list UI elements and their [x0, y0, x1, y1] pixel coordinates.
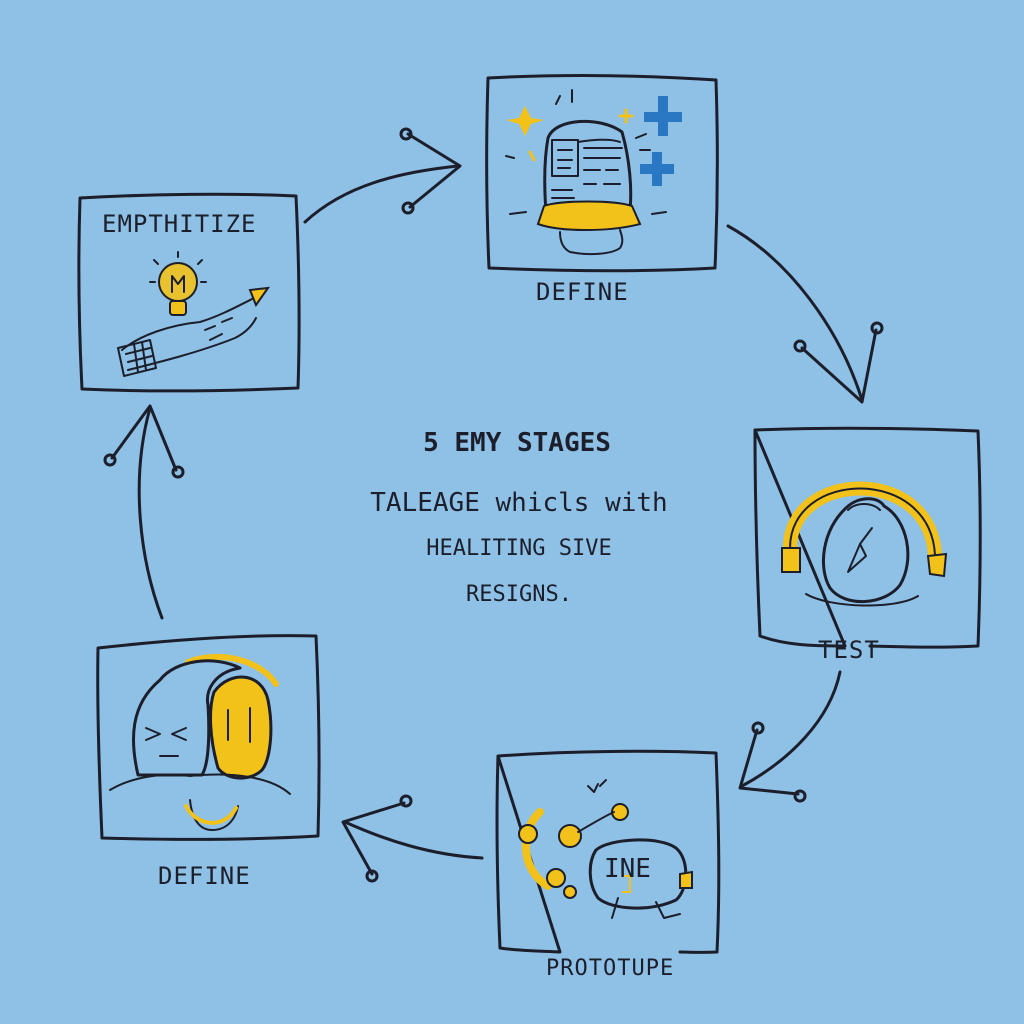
compass-gauge-icon — [781, 481, 948, 607]
empathize-box — [77, 192, 301, 393]
arrow-empathize-to-define — [303, 127, 462, 224]
prototype-box — [495, 749, 721, 954]
test-label: TEST — [818, 636, 880, 664]
prototype-screen-text: INE — [604, 854, 651, 884]
arrow-test-to-prototype — [738, 670, 842, 803]
define-top-label: DEFINE — [536, 278, 629, 306]
machine-sparkle-icon — [505, 89, 682, 256]
center-line-3: RESIGNS. — [466, 582, 572, 607]
test-box — [753, 426, 982, 649]
arrow-define-to-empathize — [103, 404, 185, 620]
prototype-label: PROTOTUPE — [546, 956, 675, 981]
empathize-label: EMPTHITIZE — [102, 210, 257, 238]
center-title: 5 EMY STAGES — [423, 428, 611, 458]
arrow-prototype-to-define — [341, 794, 484, 883]
center-line-1: TALEAGE whicls with — [370, 488, 668, 518]
two-faces-icon — [109, 653, 291, 831]
define-bottom-label: DEFINE — [158, 862, 251, 890]
prototype-device-icon — [518, 779, 693, 919]
lightbulb-hand-icon — [117, 251, 271, 377]
arrow-define-to-test — [726, 224, 884, 404]
define-bottom-box — [96, 634, 321, 841]
define-top-box — [485, 74, 719, 273]
center-line-2: HEALITING SIVE — [426, 536, 612, 561]
